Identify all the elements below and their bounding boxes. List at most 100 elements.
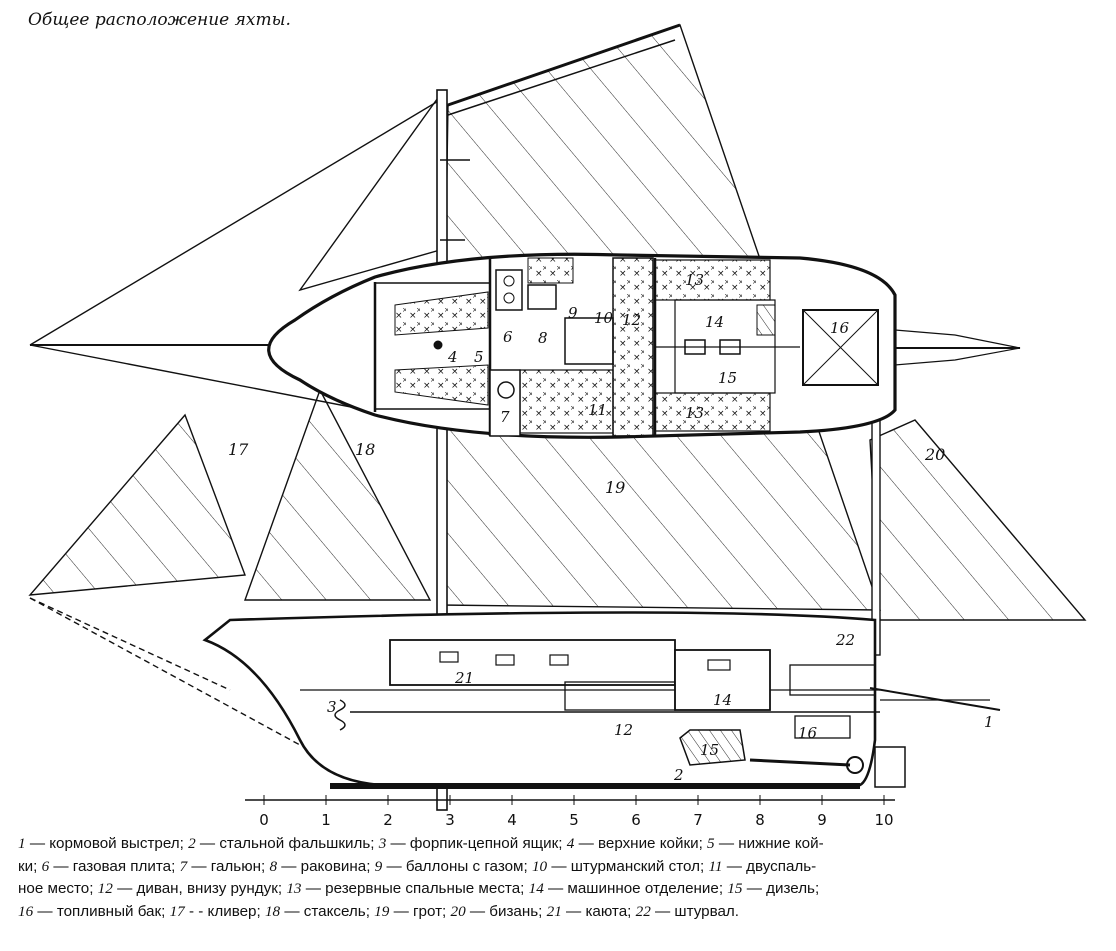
legend-number: 12 — [97, 880, 113, 898]
scale-tick-2: 2 — [383, 811, 393, 829]
legend-text: — кормовой выстрел; — [25, 835, 189, 852]
scale-tick-1: 1 — [321, 811, 331, 829]
topsail — [298, 92, 441, 292]
legend-number: 10 — [531, 857, 548, 875]
scale-tick-4: 4 — [507, 811, 517, 829]
legend-text: — каюта; — [561, 902, 636, 920]
scale-tick-9: 9 — [817, 811, 827, 829]
legend-text: ки; — [18, 857, 42, 875]
legend-number: 9 — [374, 857, 383, 875]
legend-number: 13 — [286, 880, 302, 898]
callout-19: 19 — [605, 478, 625, 497]
legend-text: — штурвал. — [650, 902, 740, 920]
legend-number: 14 — [528, 880, 544, 898]
callout-6: 6 — [503, 328, 513, 346]
legend-text: — стальной фальшкиль; — [195, 835, 379, 852]
callout-9: 9 — [568, 304, 578, 322]
callout-15: 15 — [718, 369, 737, 387]
legend-text: — баллоны с газом; — [382, 857, 532, 875]
mizzen-20 — [869, 419, 1087, 621]
legend-number: 22 — [635, 902, 651, 920]
legend-text: — дизель; — [742, 880, 820, 898]
legend-text: ное место; — [18, 880, 98, 898]
legend-number: 1 — [18, 835, 26, 852]
legend-text: — форпик-цепной ящик; — [386, 835, 567, 852]
plan-callouts: 4 5 6 7 8 9 10 11 12 13 13 14 15 16 — [447, 271, 850, 426]
hull-profile — [202, 611, 877, 787]
legend-number: 4 — [566, 835, 575, 852]
callout-5: 5 — [474, 348, 484, 366]
legend-number: 20 — [450, 902, 466, 920]
callout-12-profile: 12 — [614, 721, 633, 739]
legend-text: — грот; — [389, 902, 451, 920]
callout-1: 1 — [984, 713, 994, 731]
legend-text: — раковина; — [277, 857, 375, 875]
chart-table — [564, 317, 614, 365]
legend-number: 8 — [269, 857, 278, 875]
scale-tick-7: 7 — [693, 811, 703, 829]
main-mast — [436, 89, 448, 811]
legend-number: 6 — [41, 857, 50, 875]
callout-17: 17 — [228, 440, 249, 459]
legend-line: 1 — кормовой выстрел; 2 — стальной фальш… — [18, 833, 1103, 856]
head-7 — [489, 369, 521, 437]
legend-text: — гальюн; — [187, 857, 270, 875]
legend-text: — топливный бак; — [33, 902, 170, 920]
scale-tick-8: 8 — [755, 811, 765, 829]
callout-3: 3 — [327, 698, 337, 716]
callout-15-profile: 15 — [700, 741, 719, 759]
callout-10: 10 — [594, 309, 614, 327]
callout-11: 11 — [588, 401, 607, 419]
scale-tick-6: 6 — [631, 811, 641, 829]
deckhouse — [389, 639, 676, 686]
berth-upper — [394, 291, 489, 336]
legend-text: - - кливер; — [184, 902, 265, 920]
scale-tick-5: 5 — [569, 811, 579, 829]
gas-bottles — [527, 257, 574, 284]
engine-15 — [679, 729, 746, 766]
deck-plan — [267, 252, 1021, 439]
legend-number: 7 — [179, 857, 188, 875]
legend-text: — верхние койки; — [574, 835, 708, 852]
legend-line: ки; 6 — газовая плита; 7 — гальюн; 8 — р… — [18, 856, 1103, 879]
callout-20: 20 — [924, 445, 945, 464]
legend-line: 16 — топливный бак; 17 - - кливер; 18 — … — [18, 901, 1103, 924]
fuel-tank-16 — [802, 309, 879, 386]
legend-number: 11 — [708, 857, 723, 875]
callout-18: 18 — [355, 440, 375, 459]
scale-bar — [245, 795, 895, 805]
callout-4: 4 — [447, 348, 458, 366]
legend-text: — стаксель; — [280, 902, 375, 920]
berth-lower — [394, 364, 489, 406]
legend-text: — диван, внизу рундук; — [112, 880, 287, 898]
sink — [527, 284, 557, 310]
legend-text: — штурманский стол; — [547, 857, 709, 875]
callout-13-bottom: 13 — [685, 404, 704, 422]
legend-number: 19 — [374, 902, 390, 920]
callout-7: 7 — [500, 408, 510, 426]
legend-number: 18 — [264, 902, 281, 920]
legend-text: — бизань; — [465, 902, 547, 920]
legend-text: — двуспаль- — [722, 857, 817, 875]
legend-number: 3 — [378, 835, 387, 852]
spare-berth-13-bottom — [654, 392, 771, 432]
callout-12: 12 — [622, 311, 641, 329]
legend-number: 21 — [546, 902, 562, 920]
legend-text: — нижние кой- — [714, 835, 824, 852]
callout-2: 2 — [673, 766, 684, 784]
scale-tick-3: 3 — [445, 811, 455, 829]
staysail-18 — [244, 388, 432, 601]
side-profile — [202, 611, 1001, 789]
page-title: Общее расположение яхты. — [28, 10, 291, 30]
legend-number: 5 — [707, 835, 715, 852]
callout-14: 14 — [705, 313, 724, 331]
callout-14-profile: 14 — [713, 691, 732, 709]
legend-number: 16 — [18, 902, 34, 920]
legend-line: ное место; 12 — диван, внизу рундук; 13 … — [18, 878, 1103, 901]
legend-number: 15 — [727, 880, 743, 898]
callout-16-profile: 16 — [798, 724, 818, 742]
legend-text: — машинное отделение; — [543, 880, 728, 898]
mizzen-mast — [871, 394, 881, 656]
callout-13-top: 13 — [685, 271, 704, 289]
